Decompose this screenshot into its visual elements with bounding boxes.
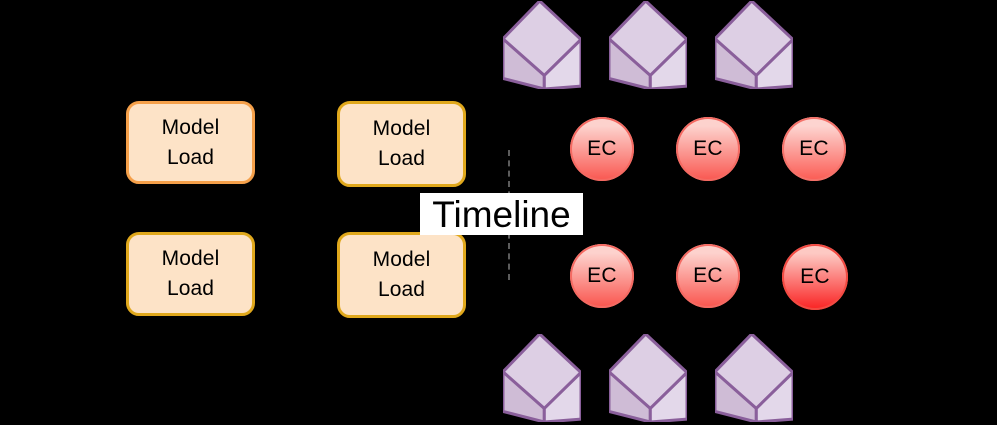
cuboid-face-side <box>542 371 581 422</box>
cuboid-slab <box>503 1 581 89</box>
cuboid-face-side <box>754 38 793 89</box>
model-load-line-2: Load <box>166 277 215 300</box>
model-load-line-2: Load <box>377 278 426 301</box>
ec-node[interactable]: EC <box>676 117 740 181</box>
ec-node[interactable]: EC <box>782 117 846 181</box>
model-load-line-1: Model <box>161 115 220 139</box>
cuboid-face-side <box>754 371 793 422</box>
cuboid-slab <box>503 334 581 422</box>
cuboid-slab <box>715 334 793 422</box>
model-load-line-2: Load <box>377 147 426 170</box>
ec-node[interactable]: EC <box>782 244 848 310</box>
timeline-label: Timeline <box>420 193 583 235</box>
ec-node[interactable]: EC <box>676 244 740 308</box>
cuboid-face-side <box>542 38 581 89</box>
cuboid-slab <box>609 334 687 422</box>
model-load-line-1: Model <box>372 248 431 272</box>
cuboid-face-side <box>648 371 687 422</box>
ec-node[interactable]: EC <box>570 117 634 181</box>
model-load-line-1: Model <box>161 247 220 271</box>
model-load-line-1: Model <box>372 117 431 141</box>
cuboid-face-side <box>648 38 687 89</box>
ec-node[interactable]: EC <box>570 244 634 308</box>
model-load-line-2: Load <box>166 145 215 169</box>
cuboid-slab <box>715 1 793 89</box>
cuboid-slab <box>609 1 687 89</box>
